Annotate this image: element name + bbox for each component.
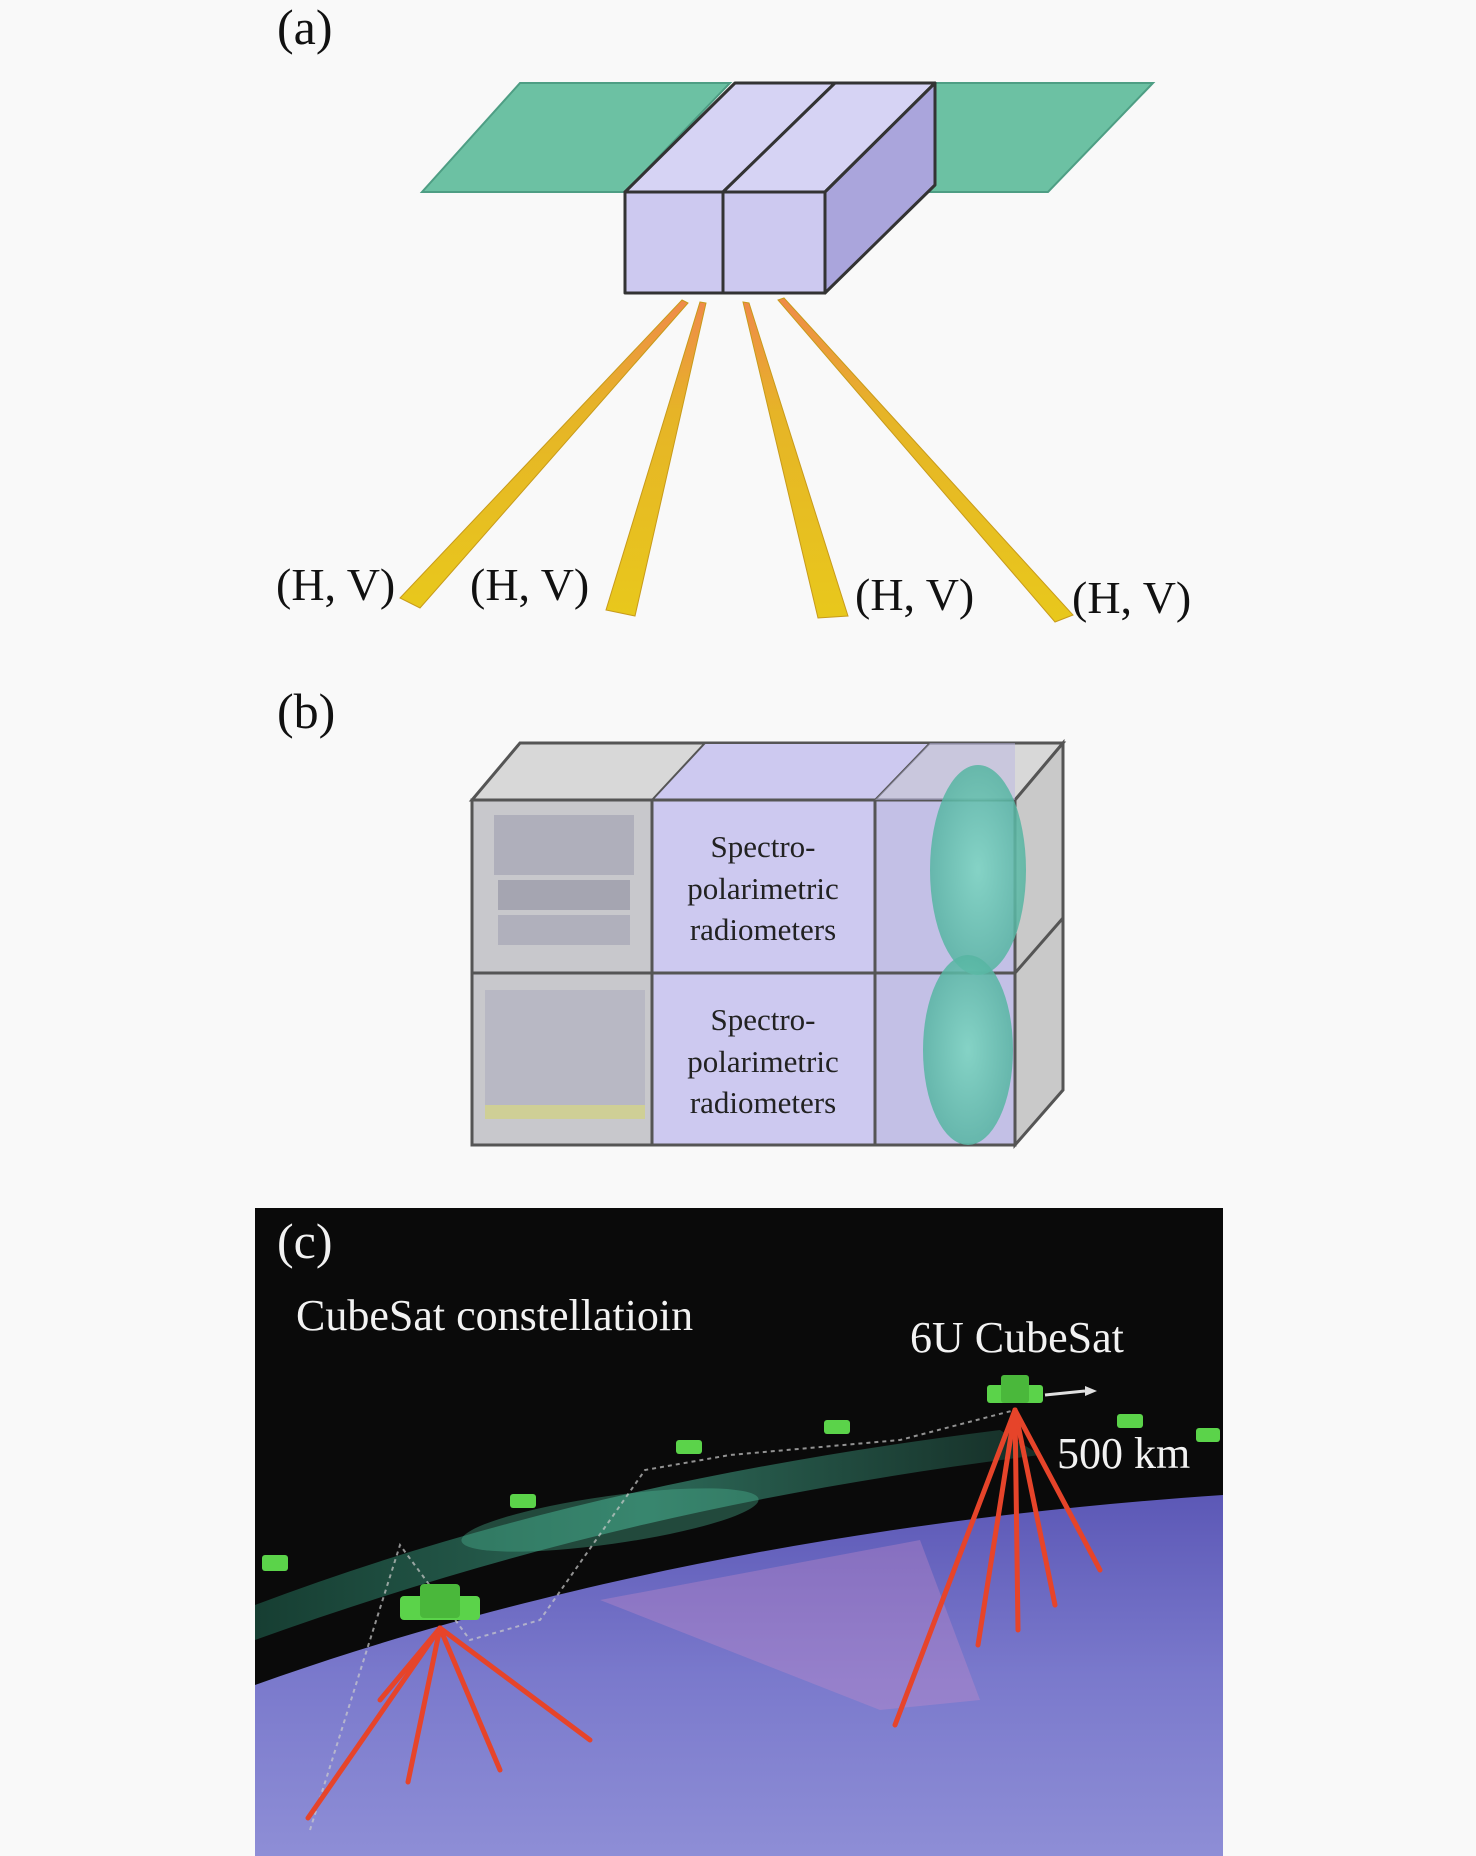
beam-1 <box>399 299 689 609</box>
antenna-dish-upper <box>930 765 1026 975</box>
electronics-module <box>470 798 654 1147</box>
radiometer-modules <box>650 798 877 1147</box>
panel-c-label: (c) <box>277 1213 333 1269</box>
module-2-line-1: Spectro- <box>710 1002 815 1037</box>
sensor-beams-left <box>305 1625 593 1821</box>
beam-label-1: (H, V) <box>276 559 395 610</box>
constellation-label: CubeSat constellatioin <box>296 1291 693 1340</box>
module-2-line-2: polarimetric <box>687 1044 839 1079</box>
radiometer-beams <box>399 297 1074 623</box>
panel-b: (b) <box>277 683 1067 1149</box>
satellite-bus <box>623 81 937 295</box>
sensor-beams-right <box>892 1407 1103 1728</box>
module-2-line-3: radiometers <box>690 1085 836 1120</box>
beam-label-4: (H, V) <box>1072 572 1191 623</box>
cubesat-main-right <box>987 1375 1097 1403</box>
beam-label-3: (H, V) <box>855 569 974 620</box>
altitude-label: 500 km <box>1057 1429 1190 1478</box>
cubesat-main-left <box>400 1584 480 1620</box>
panel-c: (c) CubeSat constellatioin 6U CubeSat 50… <box>255 1208 1223 1856</box>
beam-4 <box>777 297 1074 623</box>
module-1-line-1: Spectro- <box>710 829 815 864</box>
panel-a: (a) (H, V) (H, V) (H, V) (H, V) <box>276 0 1191 623</box>
panel-a-label: (a) <box>277 0 333 55</box>
beam-2 <box>605 301 707 617</box>
beam-3 <box>742 301 849 619</box>
cubesat-label: 6U CubeSat <box>910 1313 1124 1362</box>
atmosphere-band <box>255 1430 1040 1640</box>
cubesat-small <box>262 1414 1220 1571</box>
antenna-dish-lower <box>923 955 1013 1145</box>
module-1-line-3: radiometers <box>690 912 836 947</box>
module-1-line-2: polarimetric <box>687 871 839 906</box>
beam-label-2: (H, V) <box>470 559 589 610</box>
footprint-area <box>600 1540 980 1710</box>
antenna-module <box>873 743 1065 1147</box>
cubesats <box>262 1375 1220 1620</box>
panel-b-label: (b) <box>277 683 335 739</box>
